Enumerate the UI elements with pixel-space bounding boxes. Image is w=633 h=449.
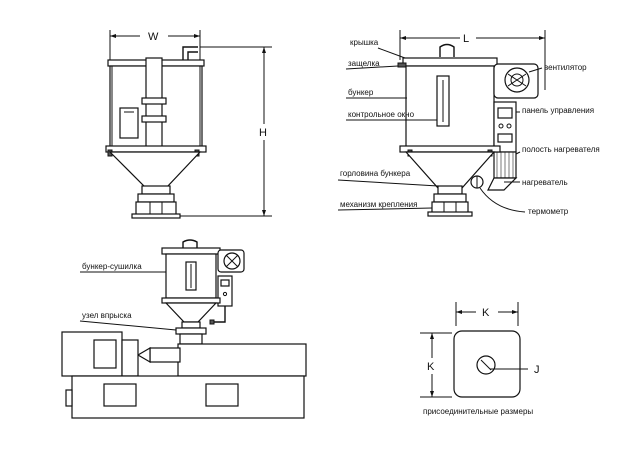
label-thermometer: термометр [528,207,569,216]
connection-flange-view: K K J присоединительные размеры [420,302,540,416]
length-dimension-label: L [463,33,469,45]
label-hopper: бункер [348,88,374,97]
label-heater-cavity: полость нагревателя [522,145,600,154]
label-hopper-dryer: бункер-сушилка [82,262,142,271]
label-latch: защелка [348,59,380,68]
label-heater: нагреватель [522,178,568,187]
flange-k-left-label: K [427,361,435,373]
side-view: L [337,30,600,217]
label-fan: вентилятор [544,63,587,72]
width-dimension-label: W [148,31,159,43]
label-sight-window: контрольное окно [348,110,415,119]
front-view: W H [105,30,272,219]
label-hopper-throat: горловина бункера [340,169,411,178]
label-control-panel: панель управления [522,106,594,115]
connection-dimensions-caption: присоединительные размеры [423,407,533,416]
label-mounting-mechanism: механизм крепления [340,200,417,209]
bore-j-label: J [534,364,540,376]
installation-view: бункер-сушилка узел впрыска [61,239,307,419]
label-injection-unit: узел впрыска [82,311,132,320]
flange-k-top-label: K [482,307,490,319]
label-lid: крышка [350,38,379,47]
height-dimension-label: H [259,127,267,139]
